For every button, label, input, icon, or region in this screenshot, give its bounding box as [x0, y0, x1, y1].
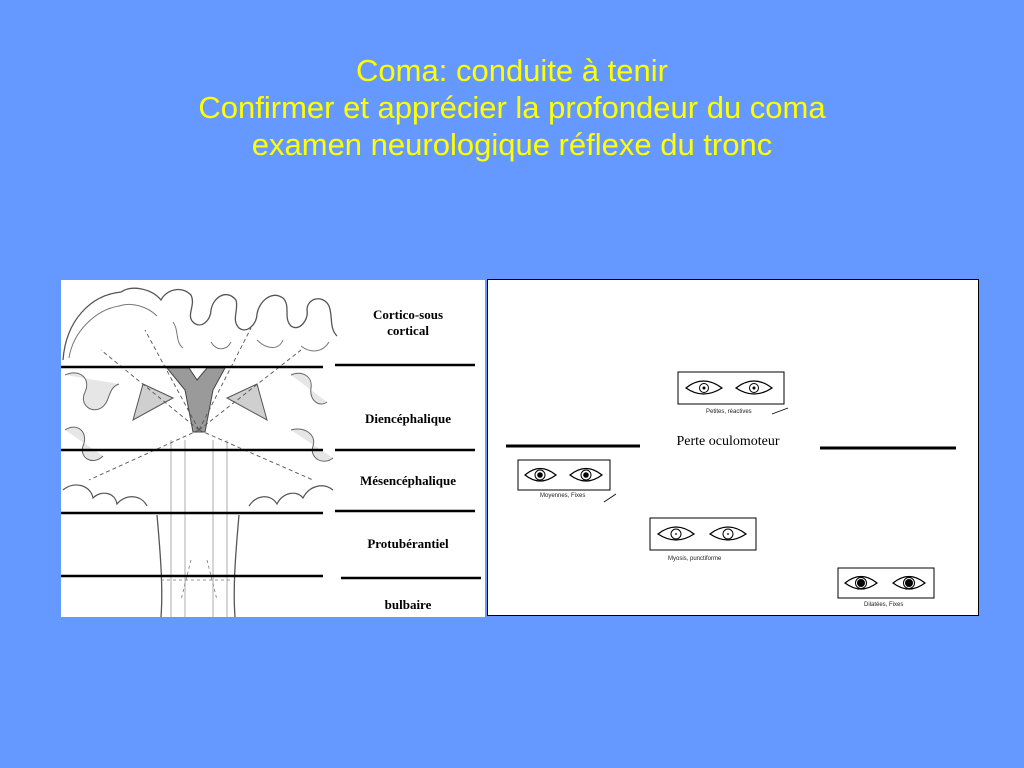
level-label-line: bulbaire	[384, 597, 432, 612]
brain-levels-diagram: Cortico-sous cortical Diencéphalique Més…	[61, 280, 485, 617]
pupils-drawing	[506, 371, 956, 599]
brain-section-drawing	[61, 287, 481, 617]
pupils-panel: Perte oculomoteur Petites, réactives Moy…	[487, 279, 979, 616]
cortex-outline	[62, 287, 338, 361]
eye-caption-dilatees-fixes: Dilatées, Fixes	[864, 602, 904, 608]
title-line-3: examen neurologique réflexe du tronc	[251, 127, 773, 162]
level-mesencephalique: Mésencéphalique	[333, 473, 483, 489]
level-label-line: Mésencéphalique	[359, 473, 457, 488]
eye-caption-petites-reactives: Petites, réactives	[706, 409, 752, 415]
slide-title: Coma: conduite à tenir Confirmer et appr…	[0, 52, 1024, 163]
level-diencephalique: Diencéphalique	[333, 411, 483, 427]
level-label-line: Cortico-sous	[372, 307, 444, 322]
level-cortico-sous-cortical: Cortico-sous cortical	[333, 307, 483, 339]
level-label-line: cortical	[387, 323, 429, 338]
title-line-2: Confirmer et apprécier la profondeur du …	[198, 90, 826, 125]
oculomotor-loss-label: Perte oculomoteur	[676, 434, 780, 449]
eye-pair-petites-reactives	[677, 371, 785, 405]
title-line-1: Coma: conduite à tenir	[356, 53, 668, 88]
level-protuberantiel: Protubérantiel	[333, 536, 483, 552]
eye-caption-myosis-punctiforme: Myosis, punctiforme	[668, 556, 722, 562]
level-bulbaire: bulbaire	[333, 597, 483, 613]
level-label-line: Diencéphalique	[365, 411, 451, 426]
brainstem	[156, 514, 240, 617]
eye-pair-moyennes-fixes	[517, 459, 611, 491]
eye-pair-myosis-punctiforme	[649, 517, 757, 551]
level-label-line: Protubérantiel	[367, 536, 449, 551]
ventricles	[165, 367, 226, 433]
eye-pair-dilatees-fixes	[837, 567, 935, 599]
eye-caption-moyennes-fixes: Moyennes, Fixes	[540, 493, 586, 499]
